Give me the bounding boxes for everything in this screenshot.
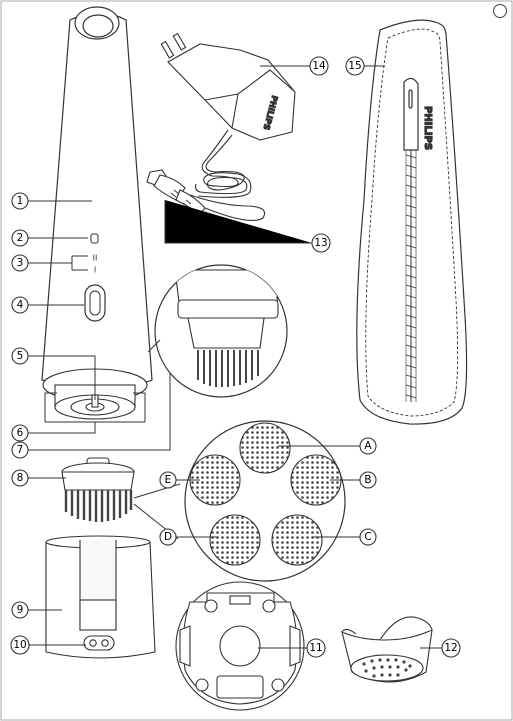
svg-text:2: 2 <box>17 232 24 244</box>
callout-13: 13 <box>311 233 331 253</box>
attachment-label-a: A <box>359 437 377 455</box>
callout-7: 7 <box>11 441 29 459</box>
callout-markers: 1 2 3 4 5 6 7 8 9 10 11 12 13 14 15 <box>10 56 461 658</box>
speed-mark-low: I <box>94 266 96 275</box>
pouch-brand-label: PHILIPS <box>422 106 433 150</box>
svg-text:B: B <box>364 474 371 486</box>
callout-3: 3 <box>11 254 29 272</box>
svg-text:3: 3 <box>17 257 24 269</box>
attachment-disc-a <box>239 422 291 474</box>
brush-bristles-zoom <box>197 350 259 387</box>
svg-text:5: 5 <box>17 350 24 362</box>
svg-text:6: 6 <box>17 427 24 439</box>
on-off-button[interactable] <box>84 284 106 322</box>
adapter: PHILIPS <box>160 32 296 141</box>
stand-bottom-detail <box>175 581 305 711</box>
callout-1: 1 <box>11 192 29 210</box>
svg-text:D: D <box>164 531 172 543</box>
attachment-disc-c <box>271 514 323 566</box>
svg-text:C: C <box>364 531 371 543</box>
attachment-disc-d <box>209 514 261 566</box>
brush-head <box>61 457 135 522</box>
svg-text:14: 14 <box>312 60 326 72</box>
svg-text:15: 15 <box>348 60 361 72</box>
power-cord <box>189 129 266 221</box>
leader-lines-adapter <box>164 65 312 244</box>
attachments-panel <box>176 420 360 582</box>
svg-text:12: 12 <box>444 642 457 654</box>
storage-pouch: PHILIPS <box>356 19 468 425</box>
attachment-markers: A B C D E <box>159 437 377 546</box>
callout-9: 9 <box>11 601 29 619</box>
charging-stand <box>45 535 156 659</box>
speed-mark-high: II <box>93 254 98 263</box>
attachment-label-c: C <box>359 528 377 546</box>
leader-lines-stand <box>28 609 86 646</box>
callout-2: 2 <box>11 229 29 247</box>
on-off-button-inner <box>89 290 101 316</box>
callout-6: 6 <box>11 424 29 442</box>
svg-text:11: 11 <box>309 642 322 654</box>
callout-5: 5 <box>11 347 29 365</box>
leader-lines-attachments <box>176 445 360 538</box>
attachment-label-b: B <box>359 471 377 489</box>
svg-text:13: 13 <box>314 237 327 249</box>
callout-14: 14 <box>309 56 329 76</box>
svg-text:9: 9 <box>17 604 24 616</box>
svg-text:E: E <box>165 474 172 486</box>
svg-text:10: 10 <box>13 639 26 651</box>
svg-text:1: 1 <box>17 195 24 207</box>
callout-11: 11 <box>306 638 326 658</box>
svg-text:8: 8 <box>17 472 24 484</box>
zoom-detail <box>147 264 288 398</box>
callout-12: 12 <box>441 638 461 658</box>
appliance-body <box>41 6 153 389</box>
charge-indicator-light <box>90 233 99 244</box>
callout-4: 4 <box>11 296 29 314</box>
svg-text:A: A <box>364 440 372 452</box>
attachment-label-e: E <box>159 471 177 489</box>
pedicure-cap <box>341 616 433 683</box>
callout-15: 15 <box>345 56 365 76</box>
svg-text:4: 4 <box>17 299 24 311</box>
zipper-teeth <box>405 154 417 399</box>
attachment-label-d: D <box>159 528 177 546</box>
callout-8: 8 <box>11 469 29 487</box>
callout-10: 10 <box>10 635 30 655</box>
svg-text:7: 7 <box>17 444 24 456</box>
corner-circle-icon <box>493 4 507 18</box>
